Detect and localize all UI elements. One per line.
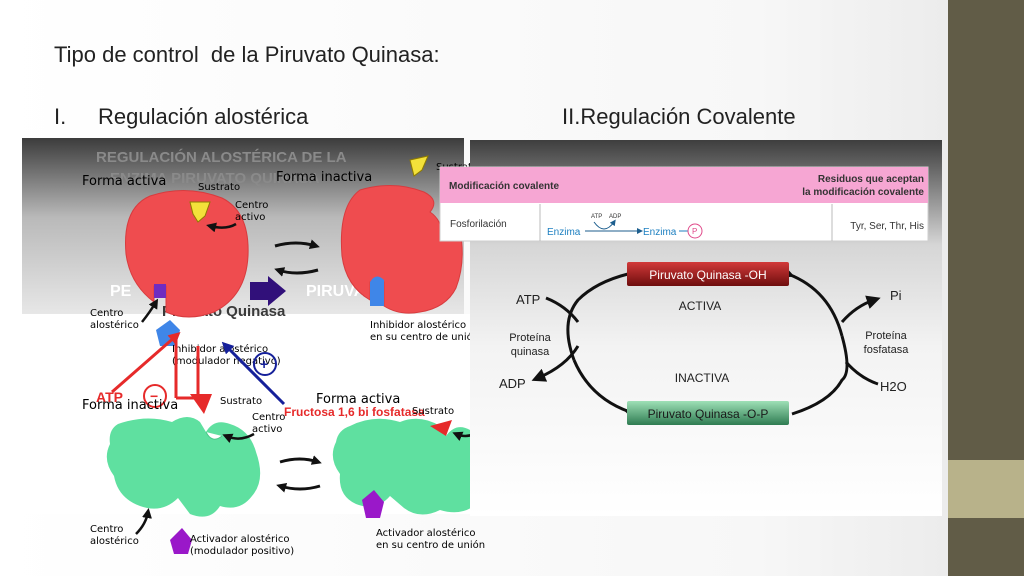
label-atp: ATP [96, 389, 123, 405]
cycle-phosphatase-2: fosfatasa [864, 344, 910, 356]
table-header-residues-1: Residuos que aceptan [818, 174, 924, 185]
cycle-arc-left-top [566, 272, 629, 361]
cycle-adp: ADP [499, 376, 526, 391]
label-bottom-allosteric-center-2: alostérico [90, 535, 139, 547]
table-cell-atp: ATP [591, 214, 602, 220]
equilibrium-arrow-forward [274, 239, 320, 250]
pk-oh-box [627, 262, 789, 286]
cycle-arc-right-bottom [791, 335, 849, 416]
free-activator-icon [170, 528, 192, 554]
cycle-phosphatase-1: Proteína [865, 330, 907, 342]
activator-bound-icon [362, 490, 384, 518]
minus-circle [143, 384, 167, 408]
label-fructose: Fructosa 1,6 bi fosfatasa [284, 405, 425, 419]
pk-op-label: Piruvato Quinasa -O-P [648, 407, 769, 421]
table-reaction-curve [593, 219, 616, 230]
section-allosteric-number: I. [54, 104, 67, 129]
label-bottom-active-center-l2: activo [252, 424, 282, 435]
label-inhibitor-1: Inhibidor alostérico [172, 343, 268, 355]
table-cell-phosphorylation: Fosforilación [450, 219, 507, 230]
plus-sign: + [260, 356, 268, 372]
substrate-bound-icon [189, 201, 211, 223]
label-activator-2: (modulador positivo) [190, 546, 294, 557]
pk-oh-label: Piruvato Quinasa -OH [649, 268, 766, 282]
label-inhibitor-site-2: en su centro de unión [370, 331, 479, 343]
pointer-allosteric-center-bottom [135, 508, 152, 535]
equilibrium-arrow-forward-bottom [279, 455, 322, 465]
table-cell-enzyme-start: Enzima [547, 227, 581, 238]
slide-title: Tipo de control de la Piruvato Quinasa: [54, 42, 440, 67]
allosteric-site-block [154, 284, 166, 298]
active-site-notch-bottom-left [205, 431, 223, 440]
section-covalent-title: II.Regulación Covalente [562, 104, 796, 129]
red-substrate-bound [430, 420, 452, 436]
atp-arrow-up-right [111, 332, 181, 394]
label-top-allosteric-center-1: Centro [90, 308, 123, 319]
inhibitor-bound-icon [370, 276, 384, 306]
equilibrium-arrow-backward [274, 267, 319, 277]
label-top-right-state: Forma inactiva [276, 170, 372, 185]
cycle-kinase-2: quinasa [511, 346, 550, 358]
label-inhibitor-site-1: Inhibidor alostérico [370, 319, 466, 331]
pk-op-box [627, 401, 789, 425]
covalent-diagram: Modificación covalente Residuos que acep… [439, 140, 942, 516]
fructose-arrow [221, 341, 286, 406]
background-arrow [250, 276, 286, 306]
label-top-active-center-1: Centro [235, 200, 268, 211]
table-header-residues-2: la modificación covalente [802, 187, 924, 198]
pointer-allosteric-center-top [141, 298, 159, 323]
label-bottom-allosteric-center-1: Centro [90, 524, 123, 535]
cycle-active: ACTIVA [679, 299, 721, 313]
red-substrate-marker [190, 394, 212, 414]
pointer-active-center-top [206, 222, 237, 233]
panel-header-line2: ENZIMA PIRUVATO QUINASA [110, 170, 320, 187]
covalent-table-header [440, 167, 928, 203]
label-bottom-right-state: Forma activa [316, 392, 400, 407]
cycle-arc-top-right [778, 264, 844, 337]
atp-branch [545, 296, 580, 323]
label-inhibitor-2: (modulador negativo) [172, 356, 281, 367]
label-bottom-substrate-right: Sustrato [412, 406, 454, 417]
phosphate-circle [687, 223, 703, 239]
pi-branch [840, 295, 881, 323]
equilibrium-arrow-backward-bottom [276, 482, 321, 493]
green-enzyme-active [332, 418, 483, 515]
side-decor-accent [948, 460, 1024, 518]
pointer-active-center-bottom-left [222, 432, 255, 443]
table-cell-enzyme-end: Enzima [643, 227, 677, 238]
table-header-modification: Modificación covalente [449, 181, 559, 192]
label-activator-site-2: en su centro de unión [376, 539, 485, 551]
label-top-substrate: Sustrato [198, 182, 240, 193]
minus-sign: − [150, 388, 158, 404]
plus-circle [253, 352, 277, 376]
free-substrate-icon [409, 155, 429, 177]
adp-branch [531, 345, 580, 382]
table-cell-residues: Tyr, Ser, Thr, His [850, 221, 924, 232]
label-top-active-center-2: activo [235, 212, 265, 223]
label-bottom-left-state: Forma inactiva [82, 398, 178, 413]
table-cell-adp: ADP [609, 214, 621, 220]
cycle-h2o: H2O [880, 379, 907, 394]
section-allosteric-title: Regulación alostérica [98, 104, 309, 129]
cycle-kinase-1: Proteína [509, 332, 551, 344]
cycle-atp: ATP [516, 292, 540, 307]
h2o-branch [844, 361, 879, 386]
table-cell-phosphate: P [692, 227, 697, 236]
label-top-allosteric-center-2: alostérico [90, 319, 139, 331]
cycle-pi: Pi [890, 288, 902, 303]
label-activator-site-1: Activador alostérico [376, 527, 475, 539]
behind-text-pe: PE [110, 283, 132, 300]
label-activator-1: Activador alostérico [190, 533, 289, 545]
cycle-inactive: INACTIVA [675, 371, 729, 385]
label-bottom-active-center-l1: Centro [252, 412, 285, 423]
cycle-arc-bottom-left [572, 359, 639, 421]
label-bottom-substrate-left: Sustrato [220, 396, 262, 407]
green-enzyme-inactive [106, 417, 261, 517]
allosteric-diagram: REGULACIÓN ALOSTÉRICA DE LA ENZIMA PIRUV… [22, 138, 517, 557]
panel-header-line1: REGULACIÓN ALOSTÉRICA DE LA [96, 148, 347, 166]
label-top-left-state: Forma activa [82, 174, 166, 189]
